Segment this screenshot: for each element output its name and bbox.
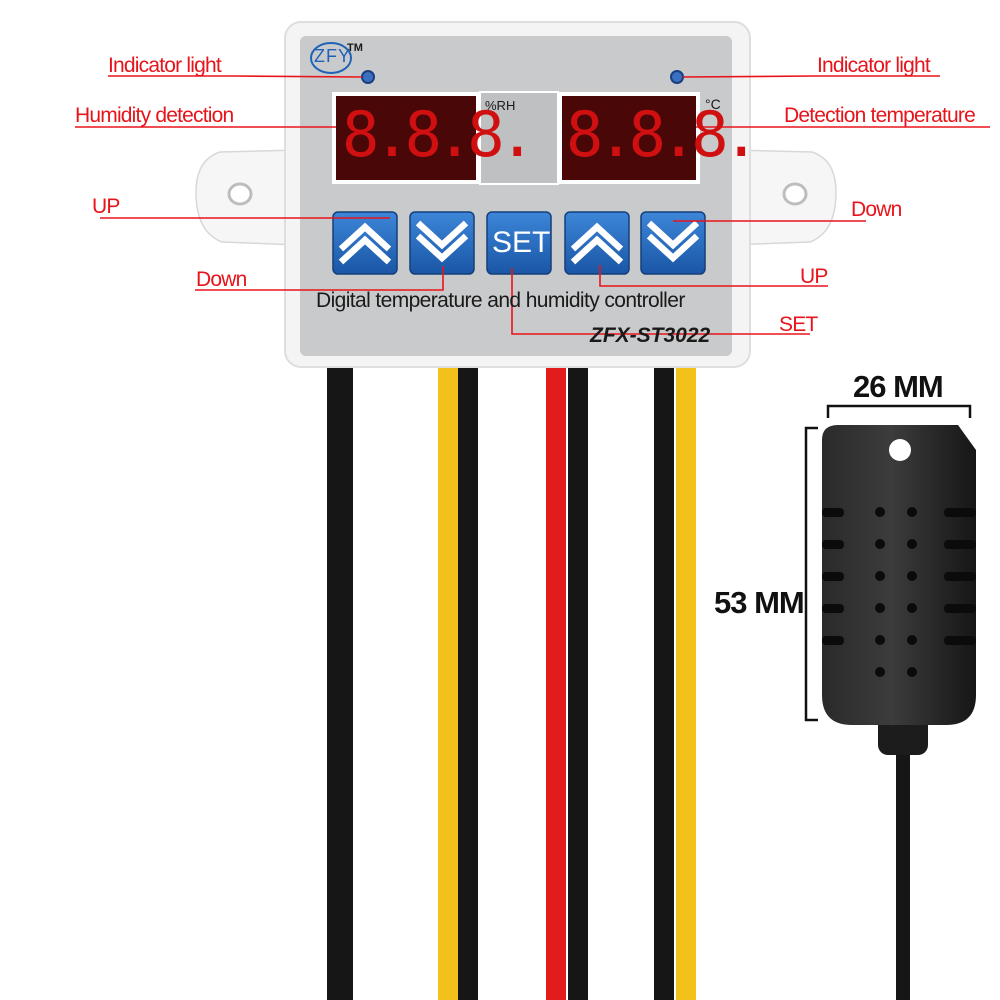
temperature-display [558, 92, 700, 184]
callout-indicator-light-right: Indicator light [817, 54, 931, 77]
callout-up-right: UP [800, 265, 828, 288]
set-button[interactable] [486, 211, 552, 275]
brand-mark: ZFY [314, 46, 351, 66]
down-button-humidity[interactable] [409, 211, 475, 275]
sensor-vents [822, 507, 976, 677]
width-dimension-bracket [826, 404, 972, 418]
up-button-temperature[interactable] [564, 211, 630, 275]
up-button-humidity[interactable] [332, 211, 398, 275]
product-name: Digital temperature and humidity control… [316, 289, 685, 312]
up-arrow-icon [338, 222, 392, 265]
indicator-led-icon [361, 70, 375, 84]
sensor-width-label: 26 MM [853, 369, 944, 404]
humidity-unit-label: %RH [485, 98, 516, 113]
down-arrow-icon [415, 220, 469, 263]
callout-detection-temperature: Detection temperature [784, 104, 976, 127]
height-dimension-bracket [804, 426, 818, 722]
down-button-temperature[interactable] [640, 211, 706, 275]
humidity-display-digits: 8.8.8. [342, 98, 536, 171]
wire-bundle [327, 355, 696, 1000]
sensor-height-label: 53 MM [714, 585, 805, 620]
callout-down-right: Down [851, 198, 902, 221]
down-arrow-icon [646, 220, 700, 263]
model-number: ZFX-ST3022 [590, 324, 711, 347]
brand-logo-icon [310, 42, 352, 74]
callout-set: SET [779, 313, 818, 336]
trademark-label: TM [347, 42, 363, 54]
callout-up-left: UP [92, 195, 120, 218]
temperature-display-digits: 8.8.8. [566, 98, 760, 171]
temperature-unit-label: °C [705, 96, 721, 112]
humidity-display [332, 92, 480, 184]
callout-humidity-detection: Humidity detection [75, 104, 234, 127]
unit-window [479, 91, 559, 185]
up-arrow-icon [570, 222, 624, 265]
humidity-sensor-probe [822, 425, 976, 1000]
indicator-led-icon [670, 70, 684, 84]
callout-indicator-light-left: Indicator light [108, 54, 222, 77]
callout-leader-lines [75, 75, 990, 335]
set-button-label[interactable]: SET [492, 226, 551, 259]
callout-down-left: Down [196, 268, 247, 291]
